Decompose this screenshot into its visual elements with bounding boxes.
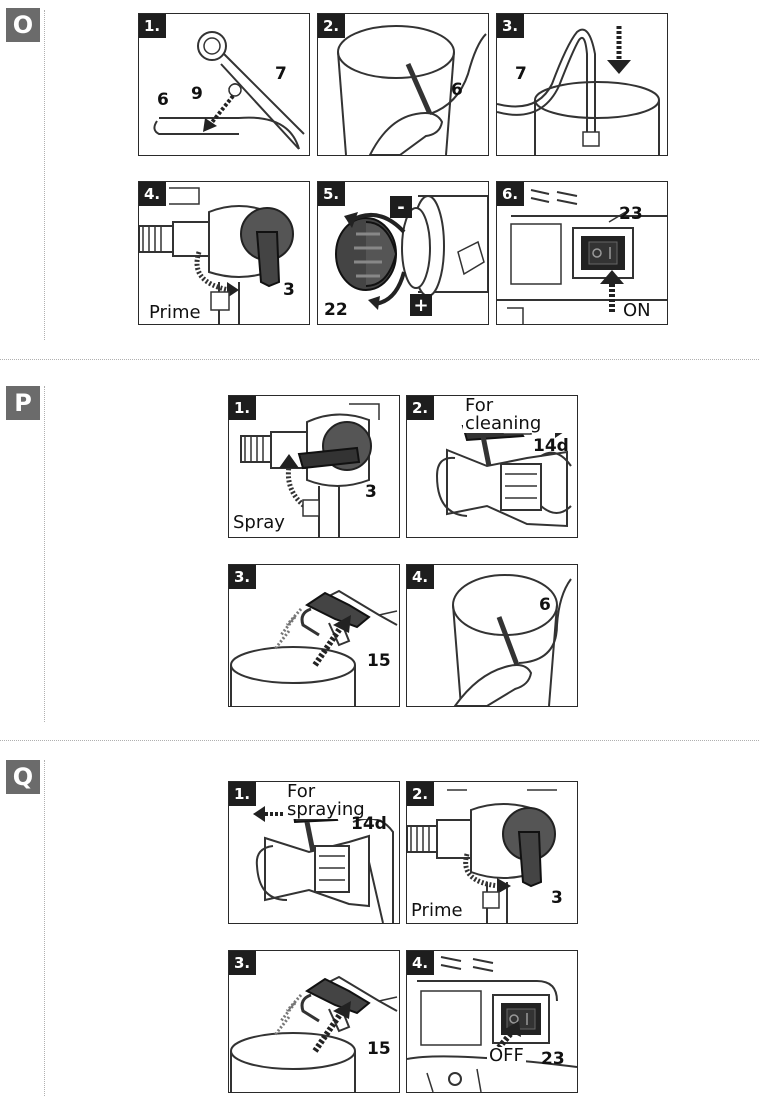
step-number: 3. — [229, 951, 257, 975]
caption-for-spraying: For spraying — [285, 783, 399, 819]
step-number: 2. — [318, 14, 346, 38]
callout-3: 3 — [283, 280, 295, 300]
callout-23: 23 — [541, 1049, 565, 1069]
bucket-hand-illustration — [337, 25, 487, 155]
caption-spray: Spray — [231, 512, 287, 533]
panel-q-3: 3. 15 — [228, 950, 400, 1093]
caption-off: OFF — [487, 1045, 526, 1066]
step-number: 1. — [229, 782, 257, 806]
panel-q-2: 2. Prime 3 — [406, 781, 578, 924]
section-q-divider — [44, 760, 45, 1096]
section-separator — [0, 740, 759, 741]
callout-6: 6 — [451, 80, 463, 100]
step-number: 3. — [497, 14, 525, 38]
callout-15: 15 — [367, 1039, 391, 1059]
callout-6: 6 — [539, 595, 551, 615]
panel-o-2: 2. 6 — [317, 13, 489, 156]
step-number: 4. — [139, 182, 167, 206]
section-p-divider — [44, 386, 45, 722]
callout-22: 22 — [324, 300, 348, 320]
callout-14d: 14d — [533, 436, 569, 456]
step-number: 3. — [229, 565, 257, 589]
panel-o-3: 3. 7 — [496, 13, 668, 156]
power-switch-on-illustration — [497, 189, 667, 324]
callout-3: 3 — [551, 888, 563, 908]
step-number: 5. — [318, 182, 346, 206]
callout-7: 7 — [515, 64, 527, 84]
section-badge-q: Q — [6, 760, 40, 794]
panel-o-5: 5. - + 22 — [317, 181, 489, 325]
step-number: 4. — [407, 951, 435, 975]
step-number: 1. — [229, 396, 257, 420]
caption-prime: Prime — [147, 302, 203, 323]
callout-6: 6 — [157, 90, 169, 110]
panel-o-4: 4. Prime 3 — [138, 181, 310, 325]
spray-valve-illustration — [240, 403, 380, 537]
step-number: 4. — [407, 565, 435, 589]
section-badge-p: P — [6, 386, 40, 420]
step-number: 2. — [407, 396, 435, 420]
hose-into-bucket-illustration — [497, 26, 660, 155]
panel-p-1: 1. Spray 3 — [228, 395, 400, 538]
callout-3: 3 — [365, 482, 377, 502]
pressure-knob-illustration — [335, 195, 488, 310]
panel-o-1: 1. 7 9 6 — [138, 13, 310, 156]
panel-p-4: 4. 6 — [406, 564, 578, 707]
section-o-divider — [44, 10, 45, 340]
section-badge-o: O — [6, 8, 40, 42]
plus-sign: + — [410, 294, 432, 316]
panel-o-6: 6. 23 ON — [496, 181, 668, 325]
callout-23: 23 — [619, 204, 643, 224]
caption-for-cleaning: For cleaning — [463, 397, 577, 433]
hose-connection-illustration — [153, 31, 305, 150]
spray-gun-bucket-illustration — [230, 589, 398, 706]
panel-p-2: 2. For cleaning 14d — [406, 395, 578, 538]
prime-valve-illustration — [407, 789, 557, 923]
spray-gun-bucket-illustration — [230, 975, 398, 1092]
panel-q-4: 4. OFF 23 — [406, 950, 578, 1093]
step-number: 2. — [407, 782, 435, 806]
panel-p-3: 3. 15 — [228, 564, 400, 707]
callout-15: 15 — [367, 651, 391, 671]
callout-9: 9 — [191, 84, 203, 104]
bucket-hand-illustration — [452, 574, 572, 706]
callout-7: 7 — [275, 64, 287, 84]
minus-sign: - — [390, 196, 412, 218]
panel-q-1: 1. For spraying 14d — [228, 781, 400, 924]
caption-on: ON — [621, 300, 653, 321]
step-number: 1. — [139, 14, 167, 38]
step-number: 6. — [497, 182, 525, 206]
prime-valve-illustration — [139, 187, 294, 324]
section-separator — [0, 359, 759, 360]
callout-14d: 14d — [351, 814, 387, 834]
caption-prime: Prime — [409, 900, 465, 921]
